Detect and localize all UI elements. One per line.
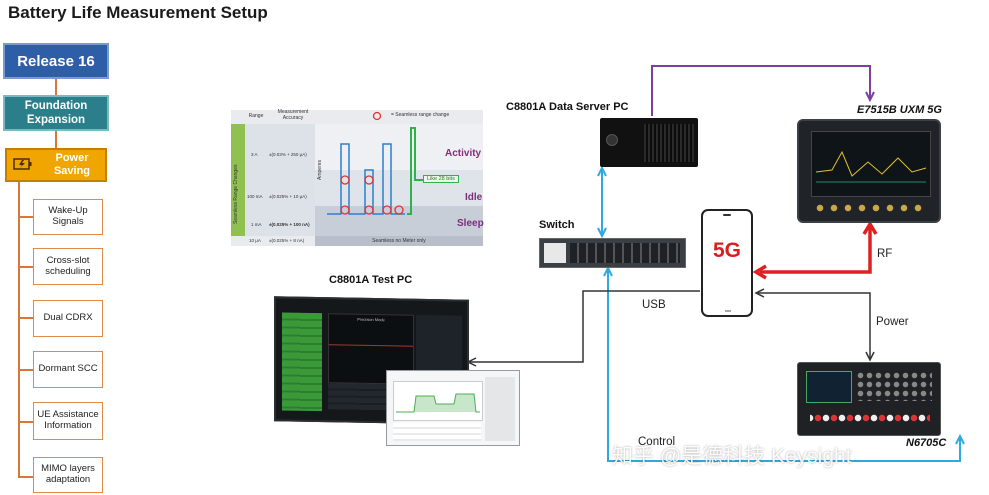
network-switch xyxy=(539,238,686,268)
feature-5-line-1: UE Assistance xyxy=(37,409,99,421)
activity-label: Activity xyxy=(445,148,482,159)
accuracy-1ma: ±(0.025% + 100 nA) xyxy=(269,222,310,227)
psu-label: N6705C xyxy=(906,437,947,449)
secondary-table xyxy=(393,423,481,441)
connector-foundation-power xyxy=(55,131,57,148)
accuracy-10ua: ±(0.025% + 8 nA) xyxy=(269,238,305,243)
data-server-pc xyxy=(600,118,698,167)
psu-display xyxy=(806,371,852,403)
rf-label: RF xyxy=(877,248,893,260)
branch-4 xyxy=(18,369,33,371)
chart-footer: Seamless no Meter only xyxy=(315,236,483,246)
power-label: Power xyxy=(876,316,909,328)
col-range-header: Range xyxy=(248,113,264,119)
feature-6-line-1: MIMO layers xyxy=(41,463,95,475)
feature-4-label: Dormant SCC xyxy=(38,363,98,375)
uxm-rf-ports xyxy=(813,201,927,215)
battery-charging-icon xyxy=(13,157,39,174)
n6705c-power-analyzer xyxy=(797,362,941,436)
callout-like-28-bits: Like 28 bits xyxy=(423,175,459,183)
range-1ma: 1 mA xyxy=(251,222,262,227)
foundation-line-2: Expansion xyxy=(26,114,86,126)
switch-ports xyxy=(570,243,680,263)
phone-5g-label: 5G xyxy=(712,239,741,262)
branch-2 xyxy=(18,266,33,268)
branch-3 xyxy=(18,317,33,319)
control-label: Control xyxy=(638,436,676,448)
psu-output-terminals xyxy=(810,409,930,427)
sleep-label: Sleep xyxy=(457,218,484,229)
legend-text: = Seamless range change xyxy=(391,112,450,118)
seamless-range-side-bar: Seamless Range Changes xyxy=(231,124,245,236)
feature-1-line-2: Signals xyxy=(52,216,84,227)
release-16-box: Release 16 xyxy=(3,43,109,79)
test-pc-label: C8801A Test PC xyxy=(329,274,413,286)
test-pc-plot-title: Precision Mode xyxy=(357,316,385,323)
switch-label-plate xyxy=(544,243,566,263)
accuracy-line-1: Measurement xyxy=(277,109,309,115)
feature-dormant-scc: Dormant SCC xyxy=(33,351,103,388)
server-logo-icon xyxy=(606,134,618,146)
secondary-plot xyxy=(393,381,483,421)
seamless-ranging-panel: Seamless Range Changes Range Measurement… xyxy=(231,109,484,246)
accuracy-100ma: ±(0.025% + 10 μA) xyxy=(269,194,307,199)
feature-3-label: Dual CDRX xyxy=(43,312,93,324)
feature-5-line-2: Information xyxy=(44,420,92,431)
server-label: C8801A Data Server PC xyxy=(506,101,629,113)
branch-1 xyxy=(18,216,33,218)
feature-6-line-2: adaptation xyxy=(45,474,91,485)
uxm-5g-instrument xyxy=(797,119,941,223)
feature-tree-trunk xyxy=(18,182,20,478)
uxm-screen xyxy=(811,131,931,197)
feature-2-line-1: Cross-slot xyxy=(46,254,90,266)
accuracy-3a: ±(0.03% + 250 μA) xyxy=(269,152,307,157)
watermark: 知乎 @是德科技 Keysight xyxy=(612,445,852,468)
test-pc-channel-list xyxy=(282,312,322,412)
5g-phone: 5G xyxy=(701,209,753,317)
range-10ua: 10 μA xyxy=(249,238,261,243)
power-line-1: Power xyxy=(55,152,89,165)
psu-keypad xyxy=(856,371,932,401)
feature-dual-cdrx: Dual CDRX xyxy=(33,300,103,337)
range-table-body xyxy=(245,124,315,236)
usb-label: USB xyxy=(642,299,666,311)
phone-notch xyxy=(723,214,731,216)
branch-5 xyxy=(18,421,33,423)
switch-label: Switch xyxy=(539,219,575,231)
range-100ma: 100 mA xyxy=(247,194,263,199)
accuracy-line-2: Accuracy xyxy=(282,114,304,121)
connector-release-foundation xyxy=(55,79,57,95)
idle-label: Idle xyxy=(465,192,483,203)
range-3a: 3 A xyxy=(251,152,258,157)
test-pc-plot-trace xyxy=(329,344,413,347)
uxm-label: E7515B UXM 5G xyxy=(857,104,942,116)
foundation-line-1: Foundation xyxy=(24,99,88,112)
feature-1-line-1: Wake-Up xyxy=(48,205,88,217)
branch-6 xyxy=(18,476,33,478)
test-pc-secondary-window xyxy=(386,370,520,446)
server-vent-grille xyxy=(644,124,694,162)
phone-home-bar xyxy=(725,310,731,312)
power-line-2: Saving xyxy=(53,165,91,177)
secondary-side-panel xyxy=(485,377,515,441)
page-title: Battery Life Measurement Setup xyxy=(8,3,268,22)
feature-2-line-2: scheduling xyxy=(45,265,91,277)
